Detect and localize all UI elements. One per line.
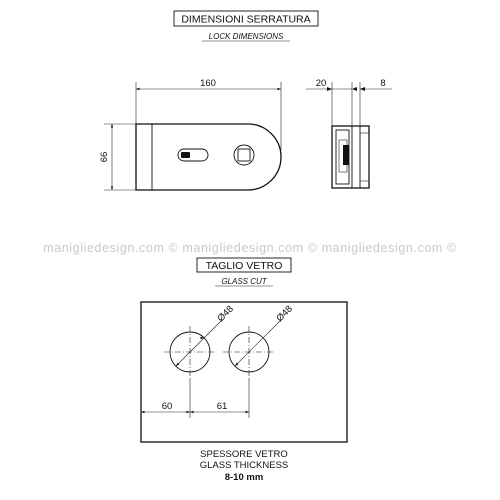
thickness-label-it: SPESSORE VETRO	[200, 449, 288, 460]
hole-2-diameter-leader	[234, 319, 282, 367]
lock-width-label: 160	[200, 78, 216, 89]
side-depth-arrow-right	[352, 87, 357, 91]
edge-to-hole-label: 60	[162, 401, 173, 412]
side-glass-arrow	[360, 87, 365, 91]
hole-2: Ø48	[223, 304, 295, 378]
hole-spacing-label: 61	[217, 401, 228, 412]
glass-outline	[140, 301, 348, 443]
glass-cut-header: TAGLIO VETRO GLASS CUT	[196, 257, 292, 287]
glass-subtitle: GLASS CUT	[221, 277, 267, 286]
spindle-knob-icon	[233, 144, 255, 166]
glass-title: TAGLIO VETRO	[206, 260, 283, 272]
glass-panel: Ø48 Ø48 60 61	[140, 301, 348, 443]
lock-title: DIMENSIONI SERRATURA	[181, 14, 310, 26]
side-body-outline	[331, 125, 370, 189]
lock-title-box	[173, 10, 319, 27]
side-depth-arrow-left	[327, 87, 332, 91]
lock-dimensions-header: DIMENSIONI SERRATURA LOCK DIMENSIONS	[173, 10, 319, 42]
lock-side-view: 20 8	[306, 78, 392, 189]
keyhole-icon	[177, 148, 209, 162]
side-glass-label: 8	[380, 78, 385, 89]
lock-body-outline	[135, 123, 282, 191]
watermark: maniglie​design.com © maniglie​design.co…	[43, 241, 457, 255]
side-back-plate	[359, 132, 370, 182]
lock-height-label: 66	[99, 152, 110, 163]
lock-front-view: 160 66	[99, 78, 282, 191]
lock-subtitle: LOCK DIMENSIONS	[209, 32, 284, 41]
thickness-value: 8-10 mm	[225, 472, 264, 483]
thickness-label-en: GLASS THICKNESS	[200, 460, 289, 471]
hole-2-diameter-label: Ø48	[274, 304, 294, 324]
hole-1-diameter-label: Ø48	[215, 304, 235, 324]
thickness-note: SPESSORE VETRO GLASS THICKNESS 8-10 mm	[200, 449, 289, 483]
hole-1-diameter-leader	[175, 319, 223, 367]
side-latch	[343, 145, 349, 165]
hole-1: Ø48	[164, 304, 236, 378]
glass-title-box	[196, 257, 292, 273]
side-depth-label: 20	[316, 78, 327, 89]
